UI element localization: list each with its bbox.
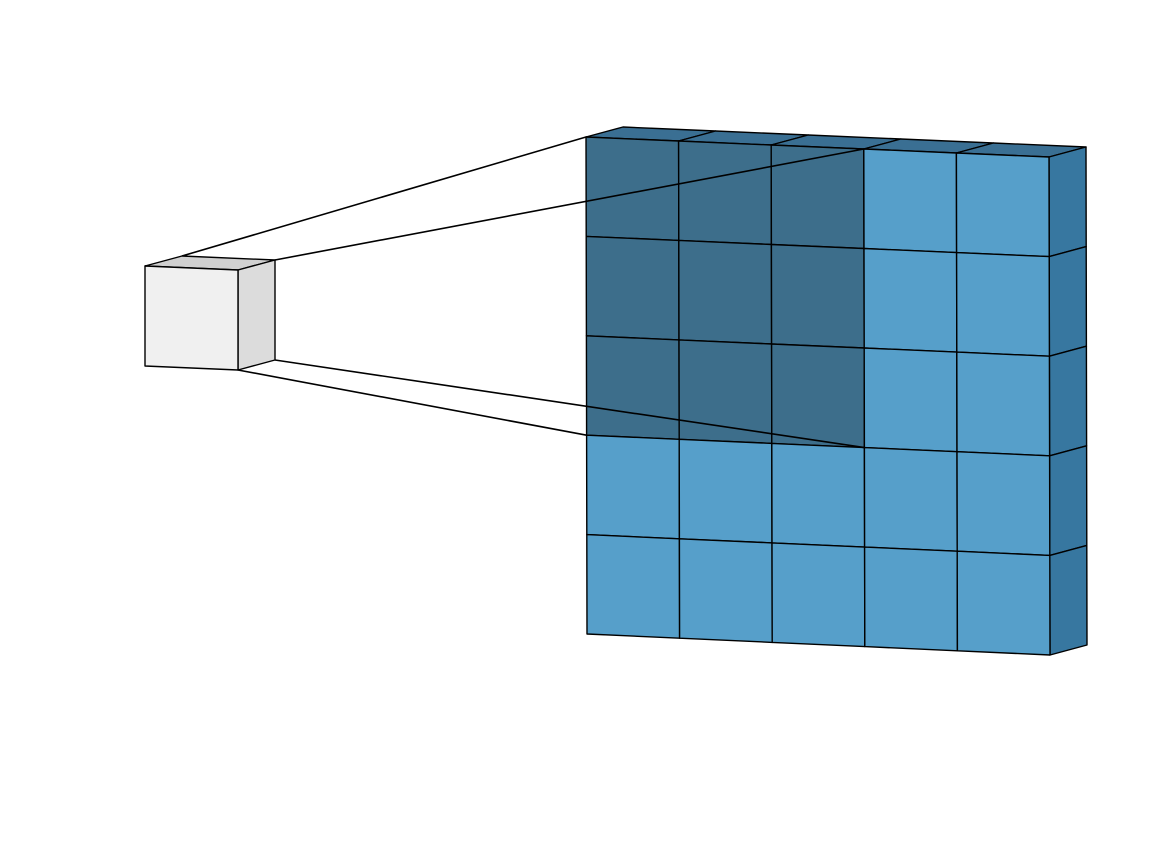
grid-cell	[586, 533, 681, 639]
grid-cell	[585, 434, 681, 540]
grid-cell	[678, 538, 773, 644]
grid-cell	[956, 451, 1051, 557]
input-grid-front-faces	[585, 136, 1051, 656]
receptive-field-cell	[585, 235, 680, 341]
output-cube-front-face	[144, 265, 239, 371]
projection-line-bottom-right	[274, 359, 865, 449]
grid-cell	[955, 251, 1051, 357]
receptive-field-cell	[678, 239, 773, 345]
grid-cell	[955, 152, 1050, 258]
receptive-field-cell	[770, 243, 865, 349]
grid-cell	[863, 247, 958, 353]
grid-cell-side-face	[1048, 146, 1087, 258]
receptive-field-cell	[770, 144, 865, 250]
projection-line-top-left	[181, 136, 587, 257]
grid-cell	[771, 442, 866, 548]
output-cube	[144, 255, 276, 371]
receptive-field-cell	[585, 335, 680, 440]
receptive-field-cell	[678, 339, 773, 445]
projection-lines-back	[181, 136, 587, 257]
grid-cell-side-face	[1049, 544, 1088, 656]
grid-cell	[863, 347, 958, 453]
output-cube-side-face	[237, 259, 276, 371]
grid-cell	[863, 446, 958, 552]
grid-cell	[678, 438, 773, 544]
receptive-field-cell	[677, 140, 773, 246]
grid-cell-side-face	[1048, 345, 1088, 457]
receptive-field-cell	[770, 343, 866, 449]
grid-cell	[956, 550, 1051, 656]
grid-cell	[956, 351, 1051, 457]
projection-lines-front	[237, 148, 865, 449]
grid-cell	[863, 148, 958, 254]
receptive-field-cell	[585, 136, 680, 242]
projection-line-top-right	[274, 148, 864, 261]
grid-cell	[771, 542, 866, 648]
grid-cell	[863, 546, 959, 652]
grid-cell-side-face	[1048, 445, 1088, 557]
projection-line-bottom-left	[237, 369, 587, 436]
grid-cell-side-face	[1048, 245, 1088, 357]
input-grid-side-faces	[1048, 146, 1088, 656]
